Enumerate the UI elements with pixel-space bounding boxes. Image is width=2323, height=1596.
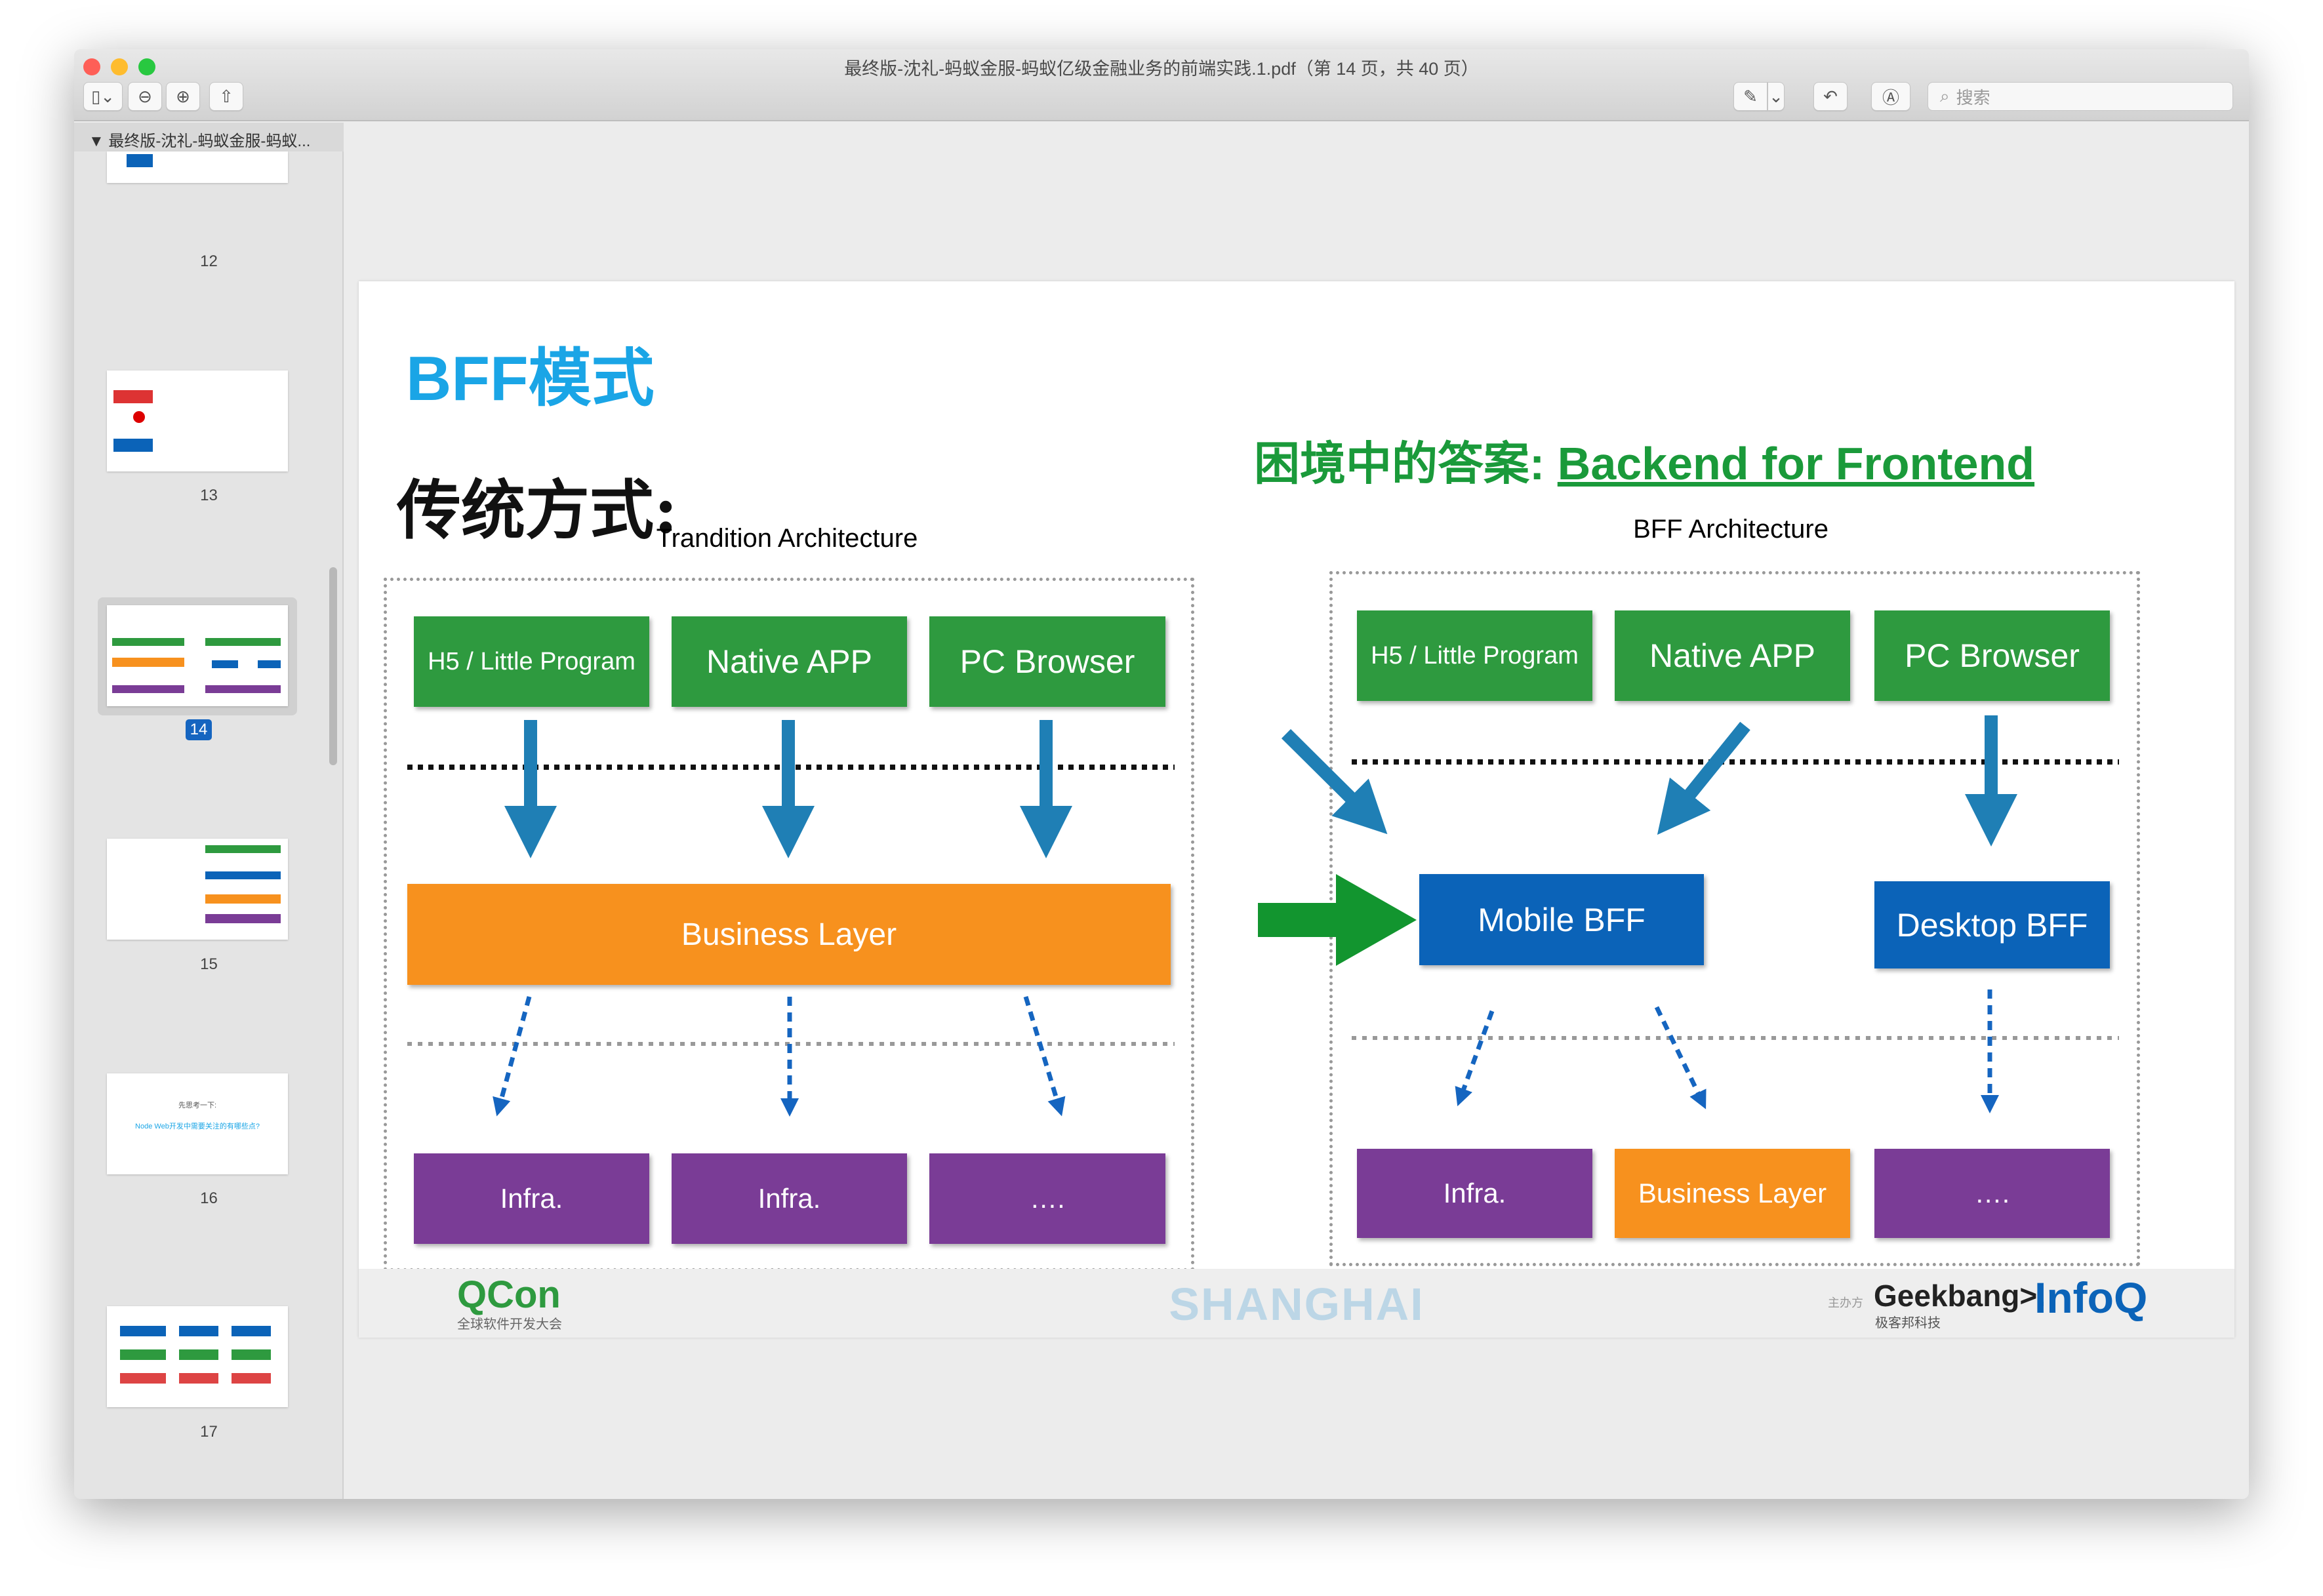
thumbnail-page-13[interactable] bbox=[107, 370, 288, 471]
thumbnail-sidebar: ▼ 最终版-沈礼-蚂蚁金服-蚂蚁... 12 13 14 15 先思考一下: N… bbox=[74, 123, 344, 1499]
organizer-label: 主办方 bbox=[1828, 1296, 1863, 1309]
right-infra: Infra. bbox=[1357, 1149, 1592, 1238]
thumbnail-page-16[interactable]: 先思考一下: Node Web开发中需要关注的有哪些点? bbox=[107, 1073, 288, 1174]
zoom-in-icon[interactable]: ⊕ bbox=[166, 82, 200, 111]
dotted-separators bbox=[407, 759, 2119, 770]
window-title: 最终版-沈礼-蚂蚁金服-蚂蚁亿级金融业务的前端实践.1.pdf（第 14 页，共… bbox=[844, 59, 1479, 79]
right-heading-en: Backend for Frontend bbox=[1557, 438, 2035, 489]
geekbang-logo: Geekbang>. bbox=[1874, 1279, 2046, 1313]
thumb-text: 先思考一下: bbox=[178, 1102, 217, 1109]
title-bar: 最终版-沈礼-蚂蚁金服-蚂蚁亿级金融业务的前端实践.1.pdf（第 14 页，共… bbox=[74, 49, 2249, 121]
chevron-down-icon[interactable]: ⌄ bbox=[1768, 82, 1785, 111]
right-more: …. bbox=[1874, 1149, 2110, 1238]
arrow-diagonal-icon bbox=[1657, 721, 1750, 835]
sidebar-toggle-icon[interactable]: ▯⌄ bbox=[83, 82, 123, 111]
dotted-arrow-icon bbox=[1023, 995, 1066, 1117]
right-business-layer: Business Layer bbox=[1615, 1149, 1850, 1238]
thumbnail-page-14[interactable] bbox=[107, 605, 288, 706]
dotted-arrow-icon bbox=[493, 996, 532, 1117]
thumbnail-page-17[interactable] bbox=[107, 1306, 288, 1407]
share-icon[interactable]: ⇧ bbox=[209, 82, 243, 111]
left-infra-2: Infra. bbox=[672, 1153, 907, 1244]
dotted-arrow-icon bbox=[1654, 1006, 1707, 1109]
page-label: 13 bbox=[200, 487, 218, 504]
left-caption: Trandition Architecture bbox=[656, 524, 918, 553]
left-client-native: Native APP bbox=[672, 616, 907, 707]
right-heading-cn: 困境中的答案: bbox=[1254, 438, 1558, 489]
arrows-layer bbox=[407, 715, 2119, 1117]
page-label-selected: 14 bbox=[186, 719, 212, 740]
qcon-subtitle: 全球软件开发大会 bbox=[457, 1317, 562, 1332]
thumb-text: Node Web开发中需要关注的有哪些点? bbox=[135, 1123, 260, 1130]
thumbnail-page-12[interactable] bbox=[107, 151, 288, 183]
page-label: 16 bbox=[200, 1189, 218, 1207]
page-label: 12 bbox=[200, 252, 218, 270]
page-label: 17 bbox=[200, 1423, 218, 1441]
minimize-button[interactable] bbox=[111, 58, 128, 75]
transition-arrow-icon bbox=[1258, 874, 1417, 966]
rotate-icon[interactable]: ↶ bbox=[1813, 82, 1848, 111]
pdf-page: BFF模式 传统方式: Trandition Architecture 困境中的… bbox=[359, 281, 2234, 1338]
document-outline-header[interactable]: ▼ 最终版-沈礼-蚂蚁金服-蚂蚁... bbox=[74, 123, 344, 151]
zoom-out-icon[interactable]: ⊖ bbox=[128, 82, 162, 111]
infoq-logo: InfoQ bbox=[2034, 1273, 2148, 1322]
zoom-button[interactable] bbox=[138, 58, 155, 75]
right-client-native: Native APP bbox=[1615, 610, 1850, 701]
close-button[interactable] bbox=[83, 58, 100, 75]
left-client-h5: H5 / Little Program bbox=[414, 616, 649, 707]
preview-window: 最终版-沈礼-蚂蚁金服-蚂蚁亿级金融业务的前端实践.1.pdf（第 14 页，共… bbox=[74, 49, 2249, 1499]
markup-icon[interactable]: Ⓐ bbox=[1871, 82, 1910, 111]
left-client-pc: PC Browser bbox=[929, 616, 1165, 707]
document-name: 最终版-沈礼-蚂蚁金服-蚂蚁... bbox=[108, 132, 311, 150]
left-infra-1: Infra. bbox=[414, 1153, 649, 1244]
geekbang-subtitle: 极客邦科技 bbox=[1875, 1316, 1941, 1330]
thumbnail-page-15[interactable] bbox=[107, 839, 288, 940]
right-heading: 困境中的答案: Backend for Frontend bbox=[1254, 427, 2034, 493]
left-business-layer: Business Layer bbox=[407, 884, 1171, 985]
left-heading: 传统方式: bbox=[397, 473, 678, 548]
search-icon: ⌕ bbox=[1940, 86, 1950, 106]
search-input[interactable]: ⌕ 搜索 bbox=[1928, 82, 2233, 111]
highlight-pen-icon[interactable]: ✎ bbox=[1733, 82, 1768, 111]
slide-title: BFF模式 bbox=[406, 344, 655, 414]
dotted-arrow-icon bbox=[1455, 1010, 1495, 1107]
city-watermark: SHANGHAI bbox=[1169, 1279, 1424, 1330]
sidebar-scrollbar[interactable] bbox=[329, 567, 337, 765]
right-caption: BFF Architecture bbox=[1633, 515, 1828, 544]
disclosure-triangle-icon[interactable]: ▼ bbox=[89, 132, 109, 150]
left-infra-more: …. bbox=[929, 1153, 1165, 1244]
desktop-bff: Desktop BFF bbox=[1874, 881, 2110, 968]
qcon-logo: QCon bbox=[457, 1273, 561, 1316]
page-label: 15 bbox=[200, 955, 218, 973]
slide-footer: QCon 全球软件开发大会 SHANGHAI 主办方 Geekbang>. 极客… bbox=[359, 1269, 2234, 1338]
arrow-diagonal-icon bbox=[1281, 728, 1388, 835]
right-client-h5: H5 / Little Program bbox=[1357, 610, 1592, 701]
search-placeholder: 搜索 bbox=[1956, 87, 1990, 108]
mobile-bff: Mobile BFF bbox=[1419, 874, 1704, 965]
right-client-pc: PC Browser bbox=[1874, 610, 2110, 701]
